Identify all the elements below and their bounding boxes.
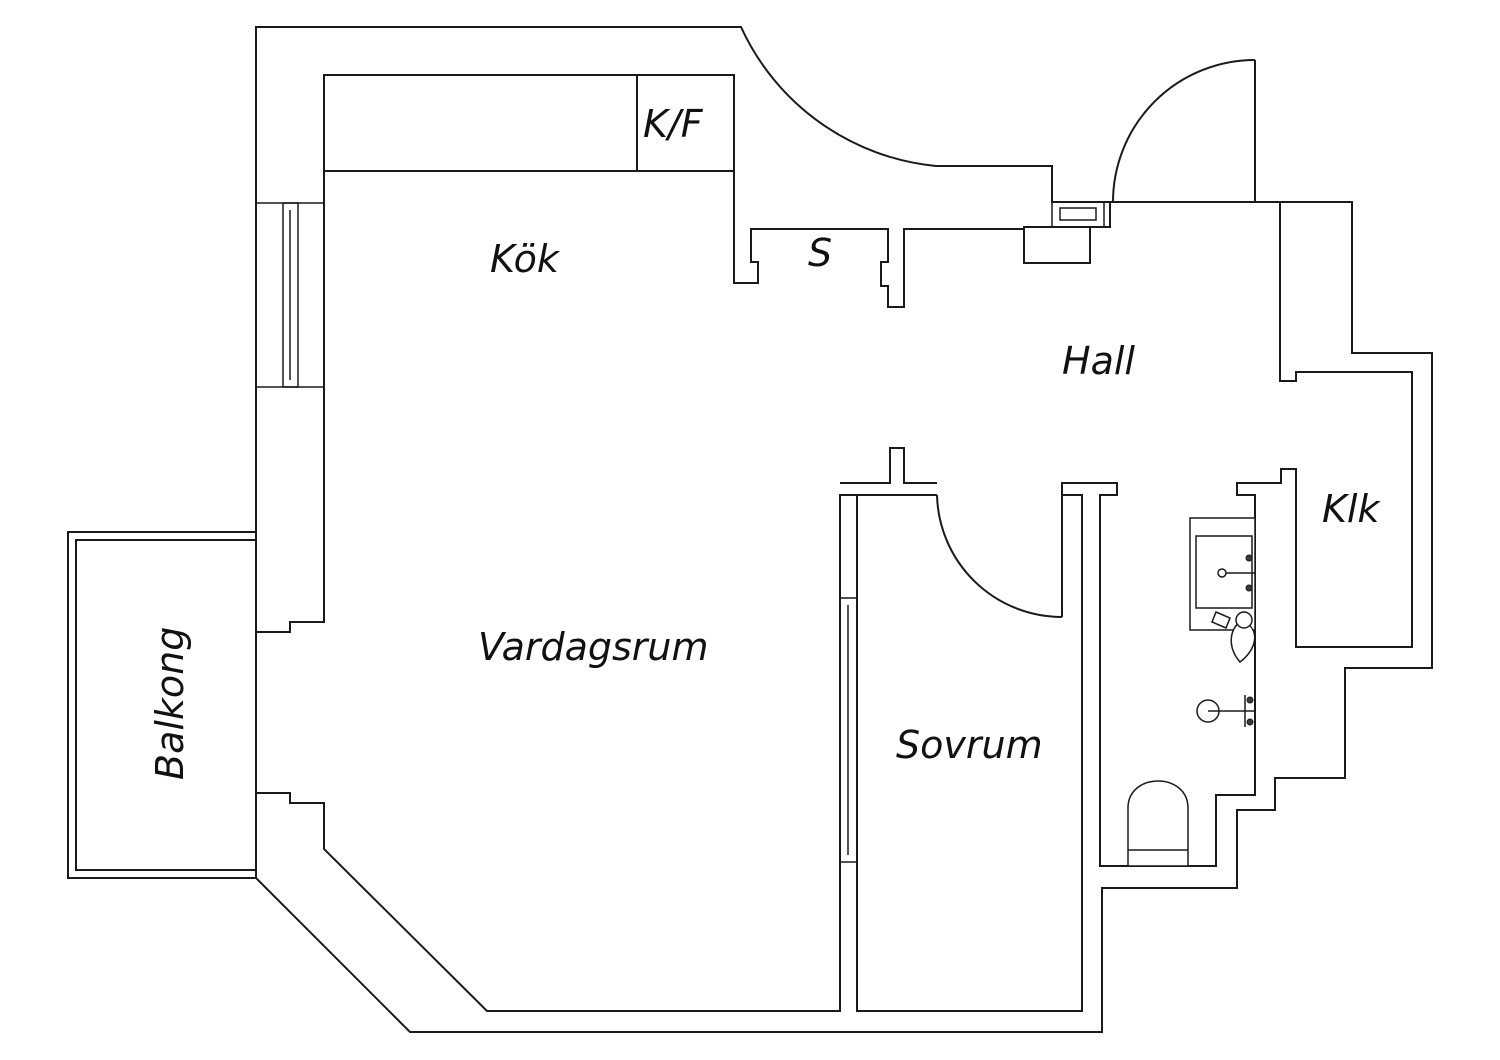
outer-wall [255,26,1433,1033]
shower-fixture [1211,611,1256,664]
room-label-vardagsrum: Vardagsrum [478,625,709,669]
inner-wall-left-upper [256,171,325,633]
bedroom-window [839,597,858,863]
partition-stub [840,447,937,484]
kitchen-counter [323,74,735,172]
room-label-sovrum: Sovrum [896,723,1043,767]
room-label-hall: Hall [1062,339,1135,383]
bath-tap [1196,695,1255,727]
toilet [1127,780,1189,867]
room-label-s: S [808,231,832,275]
hall-shelf [1023,226,1091,264]
room-label-balkong: Balkong [148,627,192,780]
room-label-klk: Klk [1322,487,1381,531]
room-label-kok: Kök [490,237,561,281]
kitchen-window [255,202,325,388]
room-label-kf: K/F [643,102,704,146]
bedroom-door [936,494,1063,618]
